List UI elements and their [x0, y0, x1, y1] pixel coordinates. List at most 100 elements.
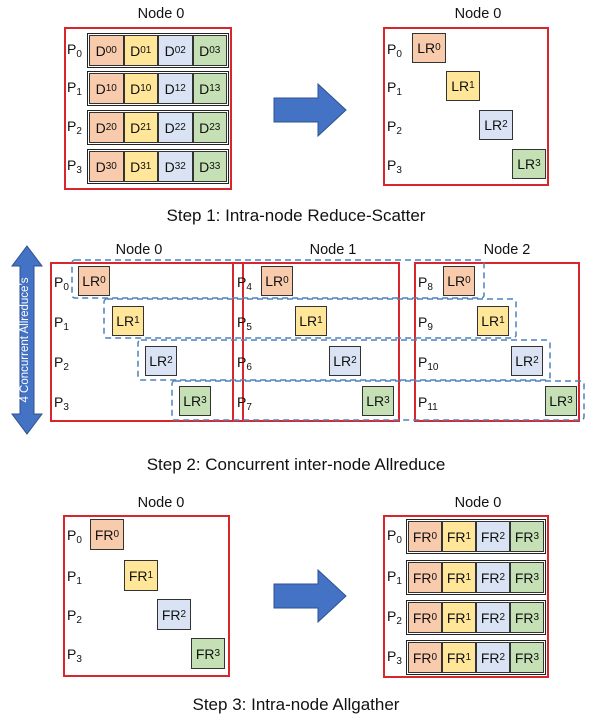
matrix-row — [87, 71, 229, 106]
step1-caption: Step 1: Intra-node Reduce-Scatter — [166, 206, 426, 225]
matrix-row — [87, 149, 229, 184]
process-label: P3 — [387, 648, 402, 667]
step1-right-node-title: Node 0 — [454, 6, 502, 22]
process-label: P0 — [67, 41, 82, 60]
process-label: P1 — [67, 79, 82, 98]
step3-left-node-title: Node 0 — [137, 495, 185, 511]
process-label: P11 — [418, 394, 438, 413]
double-vertical-arrow-icon — [11, 245, 43, 435]
process-label: P7 — [237, 394, 252, 413]
process-label: P3 — [67, 646, 82, 665]
process-label: P3 — [387, 157, 402, 176]
process-label: P6 — [237, 354, 252, 373]
process-label: P2 — [387, 118, 402, 137]
allreduce-group-3 — [171, 380, 585, 421]
right-arrow-icon — [273, 82, 347, 138]
process-label: P1 — [387, 79, 402, 98]
step2-node-box — [414, 262, 580, 422]
process-label: P1 — [67, 568, 82, 587]
allreduce-group-2 — [137, 339, 551, 381]
step3-right-node-box — [383, 515, 549, 678]
gathered-row — [406, 600, 546, 635]
process-label: P0 — [387, 41, 402, 60]
process-label: P0 — [387, 527, 402, 546]
step2-node-box — [232, 262, 400, 422]
process-label: P8 — [418, 274, 433, 293]
step2-node-title: Node 2 — [483, 242, 531, 258]
step3-right-node-title: Node 0 — [454, 495, 502, 511]
step2-node-title: Node 0 — [115, 242, 163, 258]
step3-caption: Step 3: Intra-node Allgather — [192, 695, 400, 714]
process-label: P1 — [387, 568, 402, 587]
process-label: P10 — [418, 354, 439, 373]
process-label: P2 — [67, 118, 82, 137]
step2-node-box — [50, 262, 244, 422]
process-label: P2 — [67, 607, 82, 626]
step2-node-title: Node 1 — [309, 242, 357, 258]
gathered-row — [406, 560, 546, 595]
step1-left-node-title: Node 0 — [137, 6, 185, 22]
step2-caption: Step 2: Concurrent inter-node Allreduce — [146, 455, 446, 474]
allreduce-group-1 — [103, 298, 517, 339]
right-arrow-icon — [273, 568, 347, 624]
allreduce-group-0 — [71, 259, 485, 299]
process-label: P1 — [54, 314, 69, 333]
process-label: P0 — [67, 527, 82, 546]
process-label: P5 — [237, 314, 252, 333]
process-label: P4 — [237, 274, 252, 293]
matrix-row — [87, 33, 229, 68]
process-label: P0 — [54, 274, 69, 293]
gathered-row — [406, 640, 546, 675]
process-label: P3 — [54, 394, 69, 413]
